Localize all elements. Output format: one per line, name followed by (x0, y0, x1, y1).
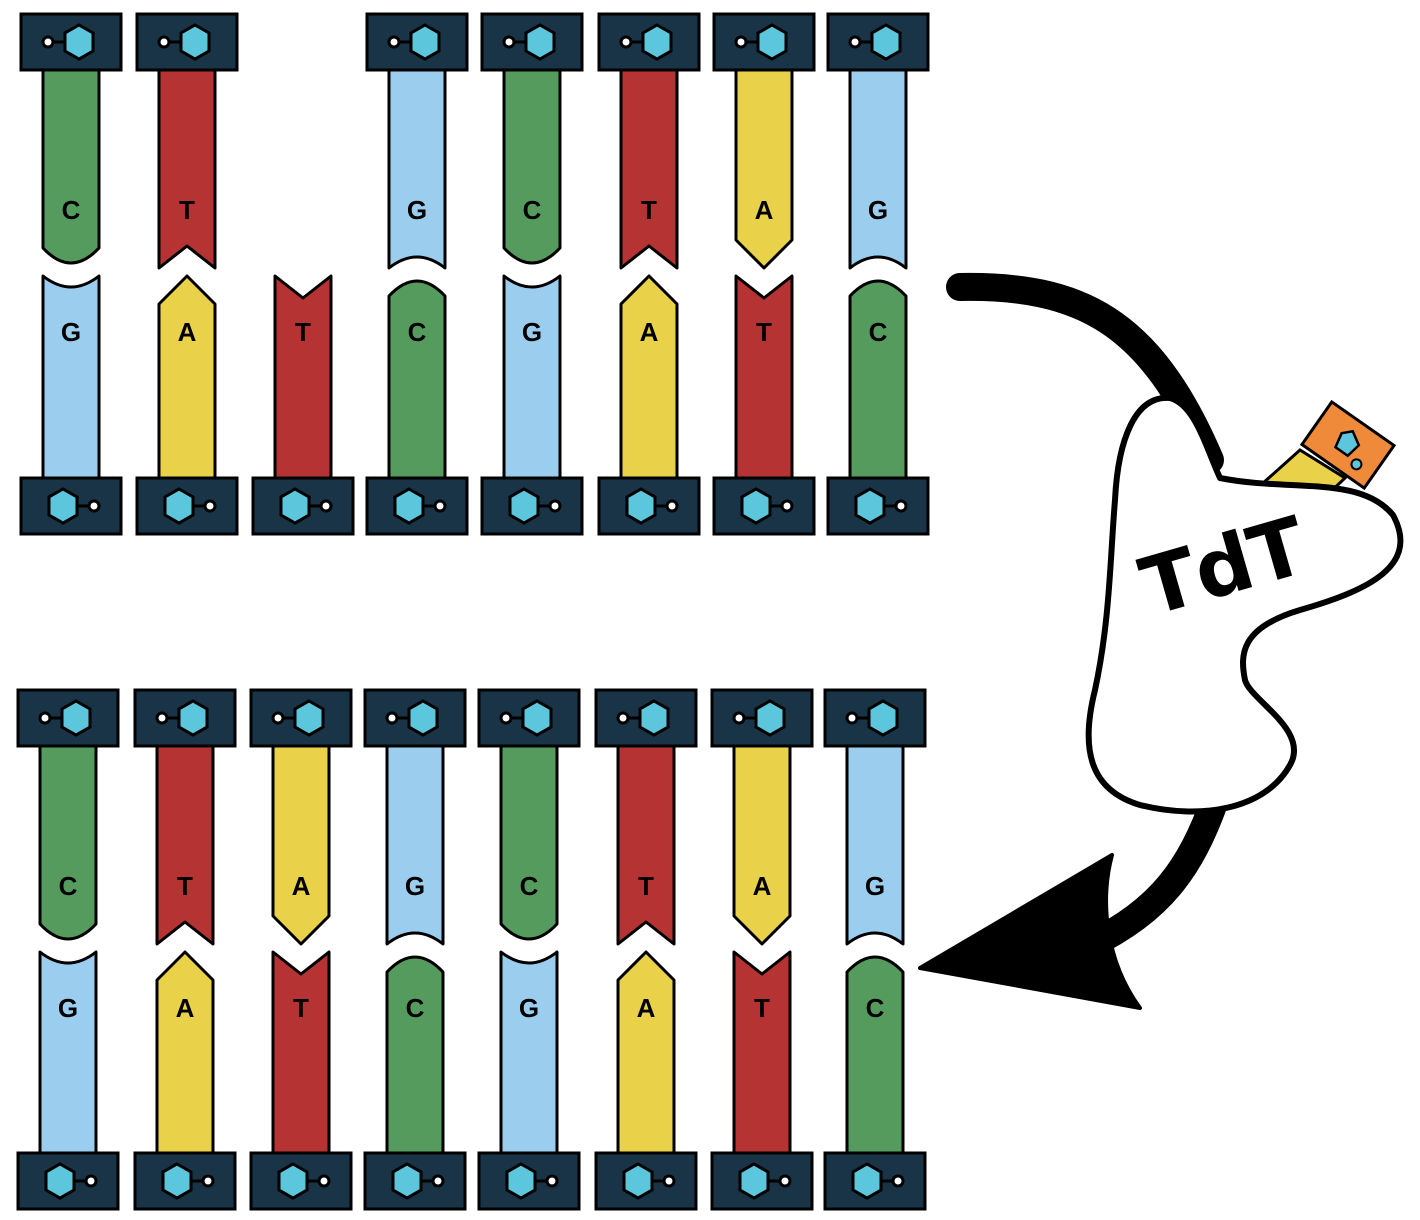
base-letter: G (405, 871, 425, 901)
base-T-top: T (157, 68, 217, 270)
base-letter: A (176, 993, 195, 1023)
base-letter: G (519, 993, 539, 1023)
base-C-top: C (499, 744, 559, 941)
base-C-bottom: C (385, 955, 445, 1155)
backbone-box-top (480, 12, 584, 72)
base-C-bottom: C (848, 279, 908, 480)
base-letter: A (753, 871, 772, 901)
base-T-bottom: T (732, 950, 792, 1155)
base-A-bottom: A (157, 274, 217, 480)
base-G-bottom: G (499, 950, 559, 1155)
backbone-box-top (597, 12, 701, 72)
base-A-bottom: A (616, 950, 676, 1155)
base-A-top: A (734, 68, 794, 270)
base-letter: C (59, 871, 78, 901)
backbone-box-top (365, 12, 469, 72)
base-letter: C (523, 195, 542, 225)
base-T-bottom: T (273, 274, 333, 480)
base-letter: C (62, 195, 81, 225)
reaction-arrow (918, 272, 1229, 1010)
backbone-box-bottom (249, 1151, 353, 1211)
backbone-box-top (823, 688, 927, 748)
base-A-bottom: A (155, 950, 215, 1155)
backbone-box-bottom (477, 1151, 581, 1211)
base-C-top: C (502, 68, 562, 265)
backbone-box-top (133, 688, 237, 748)
backbone-box-bottom (251, 476, 355, 536)
dna-after-panel: C T A G C T A G G A T C G A T C (16, 688, 927, 1211)
base-letter: G (865, 871, 885, 901)
base-C-bottom: C (387, 279, 447, 480)
base-letter: C (408, 317, 427, 347)
base-letter: A (640, 317, 659, 347)
base-T-bottom: T (271, 950, 331, 1155)
base-letter: G (868, 195, 888, 225)
base-letter: G (522, 317, 542, 347)
backbone-box-bottom (133, 1151, 237, 1211)
backbone-box-bottom (19, 476, 123, 536)
base-T-bottom: T (734, 274, 794, 480)
base-letter: T (638, 871, 654, 901)
base-letter: T (756, 317, 772, 347)
base-A-bottom: A (619, 274, 679, 480)
backbone-box-top (710, 688, 814, 748)
backbone-box-bottom (710, 1151, 814, 1211)
base-letter: T (295, 317, 311, 347)
base-letter: T (754, 993, 770, 1023)
backbone-box-top (249, 688, 353, 748)
base-letter: C (866, 993, 885, 1023)
base-T-top: T (619, 68, 679, 270)
backbone-box-top (826, 12, 930, 72)
base-G-bottom: G (41, 274, 101, 480)
base-letter: A (292, 871, 311, 901)
base-letter: G (407, 195, 427, 225)
base-A-top: A (732, 744, 792, 946)
backbone-box-top (712, 12, 816, 72)
base-T-top: T (155, 744, 215, 946)
base-letter: T (179, 195, 195, 225)
base-letter: C (869, 317, 888, 347)
backbone-box-bottom (363, 1151, 467, 1211)
base-letter: G (58, 993, 78, 1023)
base-C-top: C (38, 744, 98, 941)
backbone-box-bottom (135, 476, 239, 536)
backbone-box-top (19, 12, 123, 72)
base-G-top: G (848, 68, 908, 270)
backbone-box-bottom (365, 476, 469, 536)
base-A-top: A (271, 744, 331, 946)
base-letter: T (177, 871, 193, 901)
base-letter: C (520, 871, 539, 901)
dna-before-panel: C T G C T A G G A T C G A T C (19, 12, 930, 536)
backbone-box-bottom (597, 476, 701, 536)
base-letter: A (637, 993, 656, 1023)
base-G-bottom: G (38, 950, 98, 1155)
backbone-box-bottom (16, 1151, 120, 1211)
base-letter: T (641, 195, 657, 225)
backbone-box-bottom (712, 476, 816, 536)
backbone-box-top (477, 688, 581, 748)
base-T-top: T (616, 744, 676, 946)
backbone-box-bottom (823, 1151, 927, 1211)
base-G-top: G (845, 744, 905, 946)
base-G-top: G (385, 744, 445, 946)
base-letter: T (293, 993, 309, 1023)
backbone-box-bottom (594, 1151, 698, 1211)
base-letter: A (755, 195, 774, 225)
base-letter: C (406, 993, 425, 1023)
base-G-bottom: G (502, 274, 562, 480)
base-letter: G (61, 317, 81, 347)
backbone-box-bottom (480, 476, 584, 536)
tdt-enzyme: TdT (1085, 394, 1404, 815)
backbone-box-bottom (826, 476, 930, 536)
backbone-box-top (594, 688, 698, 748)
base-G-top: G (387, 68, 447, 270)
base-C-bottom: C (845, 955, 905, 1155)
backbone-box-top (135, 12, 239, 72)
backbone-box-top (363, 688, 467, 748)
backbone-box-top (16, 688, 120, 748)
base-letter: A (178, 317, 197, 347)
base-C-top: C (41, 68, 101, 265)
